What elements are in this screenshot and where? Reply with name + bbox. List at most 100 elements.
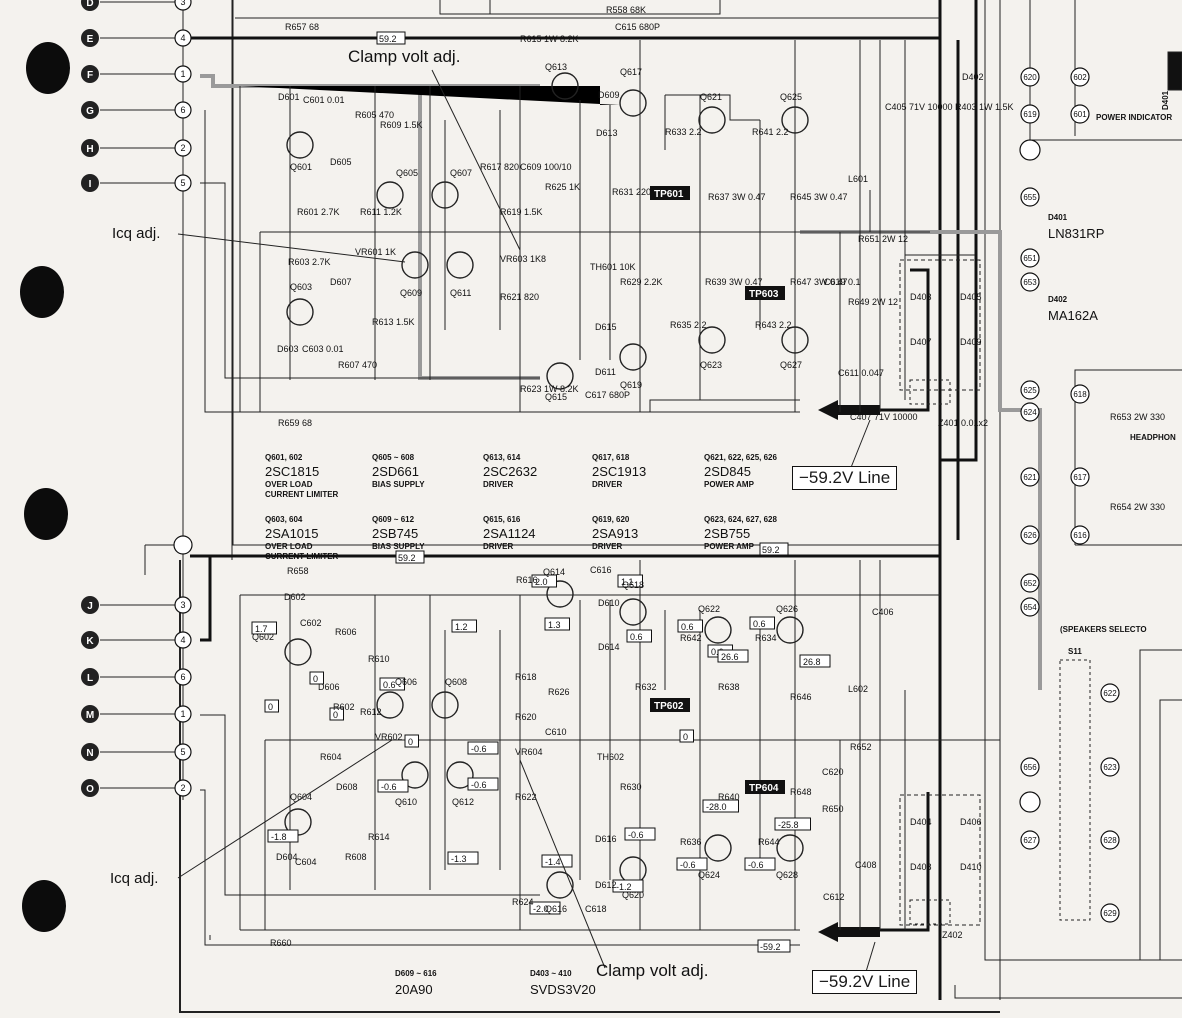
voltage-box — [676, 857, 708, 871]
component-label: C617 680P — [585, 390, 630, 400]
component-label: R613 1.5K — [372, 317, 415, 327]
transistor-label: Q601 — [290, 162, 312, 172]
right-node — [1020, 380, 1040, 400]
diode-label: D409 — [960, 337, 982, 347]
diode-label: D408 — [910, 862, 932, 872]
component-label: C405 71V 10000 — [885, 102, 953, 112]
component-label: C609 100/10 — [520, 162, 572, 172]
right-node-label: 651 — [1023, 254, 1037, 263]
component-label: R651 2W 12 — [858, 234, 908, 244]
callout-leaders — [177, 69, 606, 969]
transistor-label: Q624 — [698, 870, 720, 880]
connector-letter-badge — [81, 65, 99, 83]
component-label: R659 68 — [278, 418, 312, 428]
diode-label: D402 — [962, 72, 984, 82]
connector-letter-badge — [81, 101, 99, 119]
component-label: R558 68K — [606, 5, 646, 15]
right-node — [1020, 467, 1040, 487]
connector-pin — [174, 65, 192, 83]
right-node — [1020, 573, 1040, 593]
right-node-secondary-label: 623 — [1103, 763, 1117, 772]
table-func: POWER AMP — [704, 542, 755, 551]
component-label: C618 — [585, 904, 607, 914]
line-arrows — [818, 400, 880, 976]
voltage-box — [309, 671, 324, 685]
connector-letter: I — [89, 179, 92, 190]
table-ref: Q619, 620 — [592, 515, 630, 524]
connector-pin — [174, 0, 192, 11]
voltage-value: -0.6 — [748, 860, 764, 870]
transistor-label: Q607 — [450, 168, 472, 178]
component-label: C611 0.047 — [838, 368, 884, 378]
voltage-box — [612, 879, 644, 893]
diode-table: D609 ~ 616 20A90 D403 ~ 410 SVDS3V20 — [395, 969, 596, 997]
voltage-value: 0.6 — [383, 680, 396, 690]
right-node-label: 656 — [1023, 763, 1037, 772]
clamp-volt-adj-top: Clamp volt adj. — [348, 47, 461, 66]
right-node-label: 620 — [1023, 73, 1037, 82]
connector-letter: K — [86, 636, 94, 647]
connector-letter: F — [87, 70, 93, 81]
component-label: C406 — [872, 607, 894, 617]
voltage-box — [267, 829, 299, 843]
tp602-label: TP602 — [654, 701, 684, 712]
transistors-lower — [284, 580, 804, 899]
table-func: OVER LOAD — [265, 542, 313, 551]
connector-letter-badge — [81, 705, 99, 723]
voltage-box — [264, 699, 279, 713]
diode-label: D614 — [598, 642, 620, 652]
table-ref: Q609 ~ 612 — [372, 515, 415, 524]
component-label: C601 0.01 — [303, 95, 345, 105]
component-label: R632 — [635, 682, 657, 692]
table-ref: Q615, 616 — [483, 515, 521, 524]
connector-letter-badge — [81, 631, 99, 649]
diode-label: D605 — [330, 157, 352, 167]
transistor-label: Q611 — [450, 288, 471, 298]
transistor-label: Q621 — [700, 92, 722, 102]
right-node-label: 624 — [1023, 408, 1037, 417]
voltage-box — [451, 619, 477, 633]
component-label: R643 2.2 — [755, 320, 792, 330]
table-func-2: CURRENT LIMITER — [265, 490, 339, 499]
connector-pin-number: 3 — [180, 600, 185, 610]
diode-label: D403 — [910, 292, 932, 302]
diode-label: D405 — [960, 292, 982, 302]
component-label: R642 — [680, 633, 702, 643]
component-label: R654 2W 330 — [1110, 502, 1165, 512]
voltage-value: 26.8 — [803, 657, 821, 667]
diode-label: D603 — [277, 344, 299, 354]
right-node-secondary-label: 629 — [1103, 909, 1117, 918]
component-label: C610 — [545, 727, 567, 737]
right-node-secondary — [1100, 903, 1120, 923]
table-func: DRIVER — [592, 542, 622, 551]
voltage-value: 0 — [268, 702, 273, 712]
component-label: R657 68 — [285, 22, 319, 32]
clamp-volt-adj-bottom: Clamp volt adj. — [596, 961, 709, 980]
component-label: R645 3W 0.47 — [790, 192, 848, 202]
table-part: 2SA1124 — [483, 526, 536, 541]
voltage-value: 26.6 — [721, 652, 739, 662]
voltage-box — [404, 734, 419, 748]
right-node-label: 654 — [1023, 603, 1037, 612]
transistor-label: Q628 — [776, 870, 798, 880]
component-label: R601 2.7K — [297, 207, 340, 217]
component-label: R614 — [368, 832, 390, 842]
component-label: VR601 1K — [355, 247, 396, 257]
table-func: OVER LOAD — [265, 480, 313, 489]
diode-label: D407 — [910, 337, 932, 347]
table-ref: Q603, 604 — [265, 515, 303, 524]
component-label: R615 1W 8.2K — [520, 34, 579, 44]
transistor-label: Q618 — [622, 580, 644, 590]
connector-pin — [174, 631, 192, 649]
voltage-value: 1.2 — [455, 622, 468, 632]
voltage-value: 0.6 — [753, 619, 766, 629]
tp604-label: TP604 — [749, 783, 779, 794]
component-label: L601 — [848, 174, 868, 184]
connector-pin — [174, 101, 192, 119]
voltage-value: 1.1 — [621, 577, 634, 587]
transistors-upper — [286, 72, 809, 390]
voltage-value: -28.0 — [706, 802, 727, 812]
component-label: R660 — [270, 938, 292, 948]
diode-part-1: 20A90 — [395, 982, 433, 997]
